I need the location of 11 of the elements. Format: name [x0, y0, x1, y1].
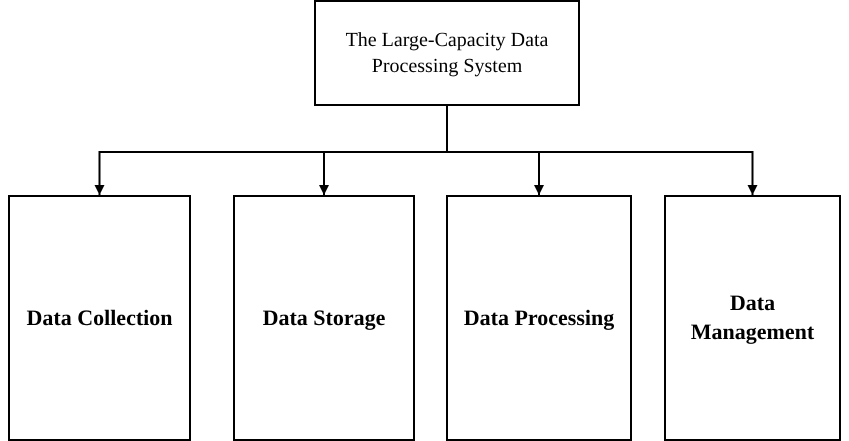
box-label: Data Storage	[262, 304, 386, 332]
process-box	[314, 0, 580, 106]
arrow	[446, 106, 758, 195]
process-box	[446, 195, 632, 441]
box-label: Data Collection	[25, 304, 174, 332]
box-label: Data Management	[690, 289, 816, 346]
box-label: The Large-Capacity Data Processing System	[344, 28, 550, 79]
process-box	[233, 195, 415, 441]
process-box	[8, 195, 191, 441]
box-label: Data Processing	[462, 304, 616, 332]
process-box	[664, 195, 841, 441]
